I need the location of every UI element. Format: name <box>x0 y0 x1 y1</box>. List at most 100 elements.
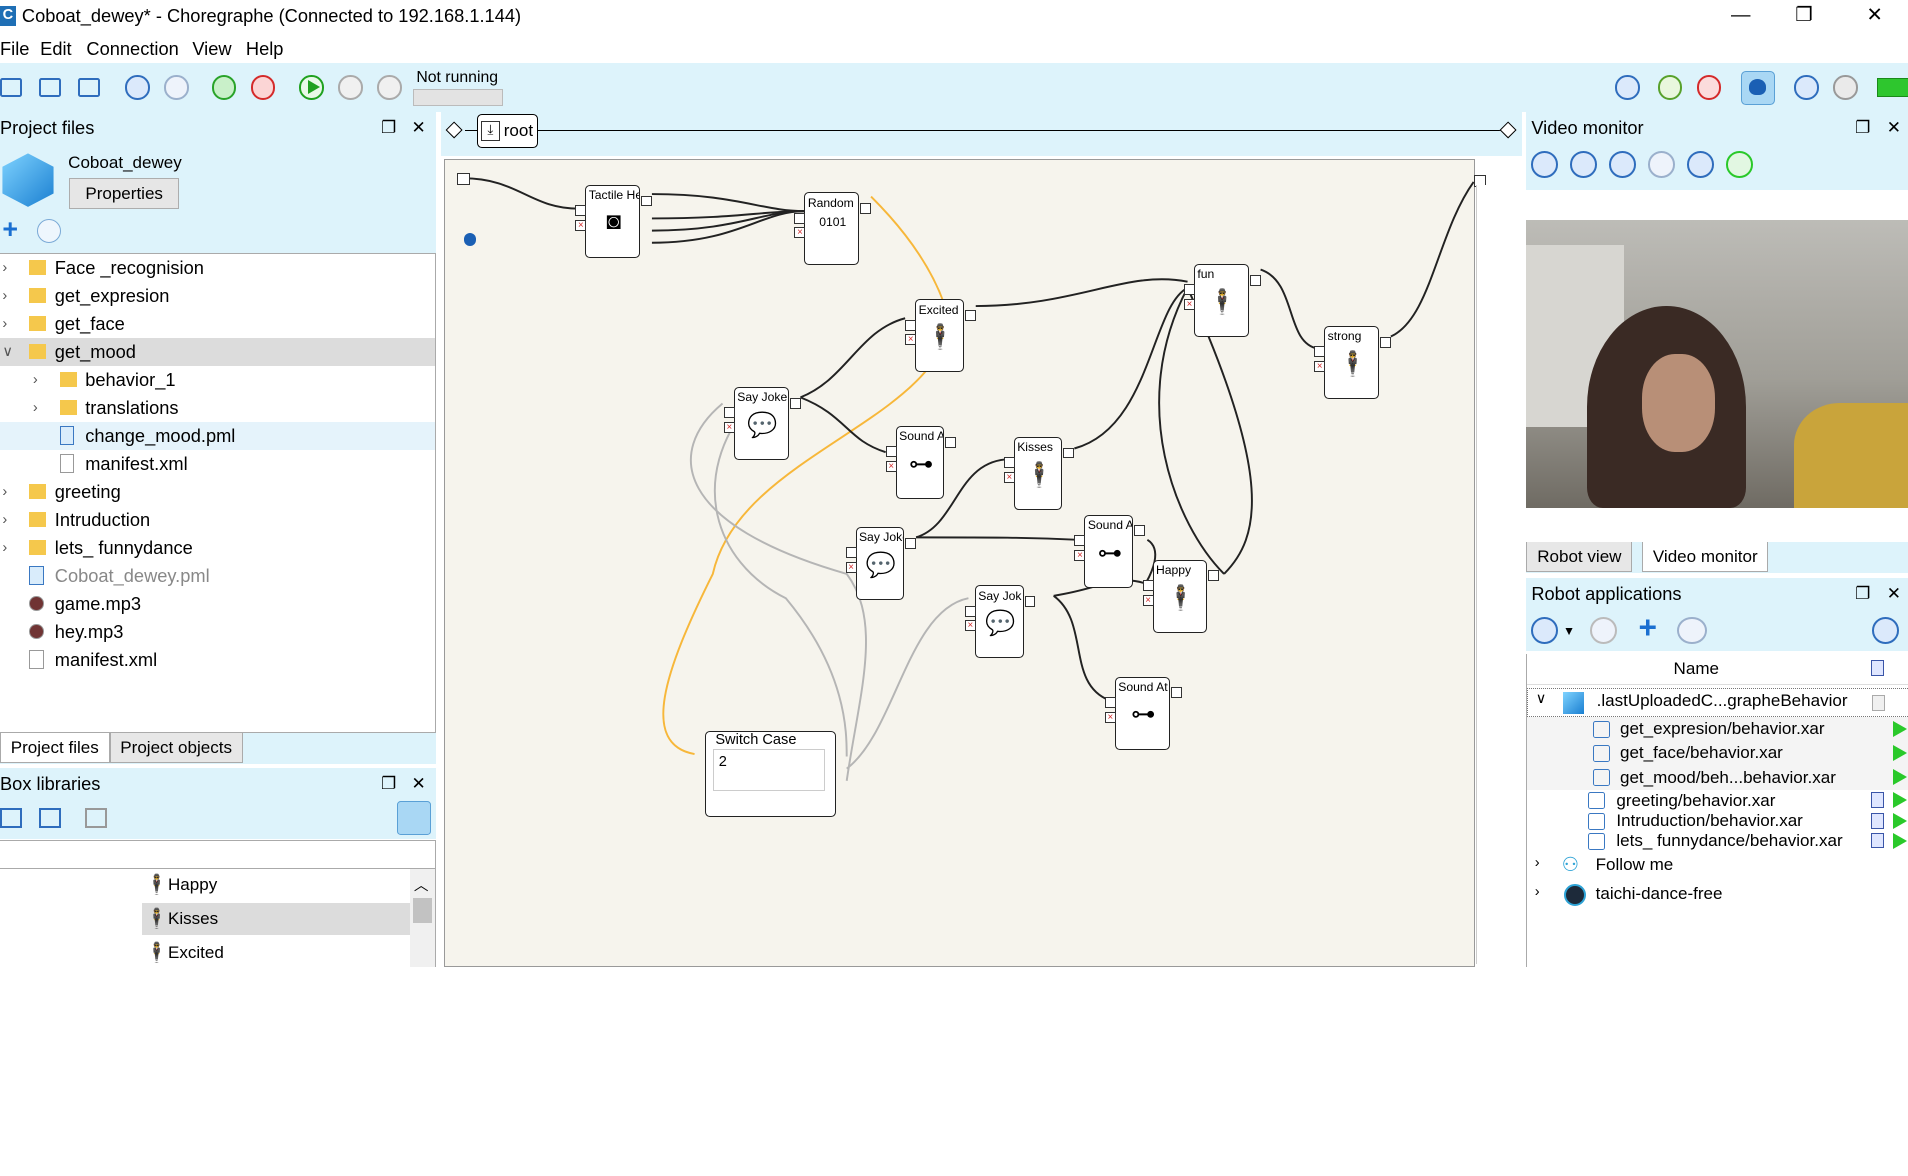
switch-case-value-field[interactable]: 2 <box>712 749 825 791</box>
tab-video-monitor[interactable]: Video monitor <box>1642 541 1769 573</box>
canvas-scrollbar[interactable] <box>1476 184 1491 964</box>
scroll-thumb[interactable] <box>412 898 433 923</box>
tree-item[interactable]: manifest.xml <box>0 450 435 478</box>
chevron-right-icon[interactable]: › <box>2 540 8 557</box>
link-curve[interactable] <box>976 278 1189 308</box>
tree-item[interactable]: manifest.xml <box>0 646 435 674</box>
input-port[interactable] <box>723 407 735 419</box>
float-panel-icon[interactable]: ❐ <box>381 774 397 794</box>
new-project-icon[interactable] <box>0 77 22 98</box>
fullscreen-icon[interactable] <box>1687 150 1714 178</box>
diagram-box[interactable]: Say Joke Laugh💬× <box>723 386 801 460</box>
tree-item[interactable]: hey.mp3 <box>0 618 435 646</box>
refresh-icon[interactable] <box>1726 150 1753 178</box>
autonomous-life-icon[interactable] <box>1740 70 1775 105</box>
input-port[interactable] <box>1142 580 1154 592</box>
stop-port[interactable]: × <box>794 227 806 239</box>
tree-item[interactable]: game.mp3 <box>0 590 435 618</box>
menu-edit[interactable]: Edit <box>40 37 72 59</box>
behavior-item[interactable]: lets_ funnydance/behavior.xar <box>1527 829 1908 853</box>
tree-item[interactable]: ›lets_ funnydance <box>0 534 435 562</box>
float-panel-icon[interactable]: ❐ <box>381 118 397 138</box>
stop-port[interactable]: × <box>723 421 735 433</box>
chevron-right-icon[interactable]: › <box>32 372 38 389</box>
stop-port[interactable]: × <box>1183 299 1195 310</box>
menu-help[interactable]: Help <box>245 37 284 59</box>
stop-port[interactable]: × <box>845 561 857 573</box>
play-icon[interactable] <box>1892 832 1907 849</box>
input-port[interactable] <box>1104 697 1116 708</box>
add-file-icon[interactable]: + <box>2 214 19 245</box>
link-curve[interactable] <box>652 210 805 245</box>
tree-item[interactable]: ›Intruduction <box>0 506 435 534</box>
input-port[interactable] <box>575 205 587 217</box>
search-icon[interactable] <box>1872 617 1899 644</box>
link-curve[interactable] <box>916 536 1079 542</box>
save-project-icon[interactable] <box>77 77 100 98</box>
flag-icon[interactable] <box>1870 792 1885 809</box>
stop-port[interactable]: × <box>1104 711 1116 723</box>
behavior-item[interactable]: get_face/behavior.xar <box>1527 741 1908 766</box>
wake-up-icon[interactable] <box>1833 75 1858 100</box>
tree-item[interactable]: Coboat_dewey.pml <box>0 562 435 590</box>
chevron-right-icon[interactable]: › <box>2 260 8 277</box>
app-item-follow-me[interactable]: › ⚇ Follow me <box>1534 854 1674 877</box>
volume-icon[interactable] <box>1615 75 1640 100</box>
play-icon[interactable] <box>1892 769 1907 786</box>
tab-project-files[interactable]: Project files <box>0 732 110 764</box>
menu-view[interactable]: View <box>192 37 232 59</box>
flag-icon[interactable] <box>1870 832 1885 849</box>
link-curve[interactable] <box>1260 269 1319 351</box>
input-port[interactable] <box>1314 346 1326 358</box>
tab-project-objects[interactable]: Project objects <box>109 732 243 764</box>
motors-icon[interactable] <box>1696 75 1722 100</box>
output-port[interactable] <box>1063 447 1075 459</box>
stop-port[interactable]: × <box>1003 471 1015 483</box>
output-port[interactable] <box>789 397 801 409</box>
stop-port[interactable]: × <box>885 460 897 472</box>
properties-button[interactable]: Properties <box>69 177 179 210</box>
diagram-box[interactable]: Say Joke Song💬× <box>964 585 1036 659</box>
output-port[interactable] <box>1249 274 1261 286</box>
chevron-right-icon[interactable]: › <box>2 288 8 305</box>
disconnect-icon[interactable] <box>250 75 276 100</box>
output-port[interactable] <box>1379 336 1391 348</box>
remove-app-icon[interactable] <box>1589 617 1617 644</box>
close-panel-icon[interactable]: ✕ <box>411 118 426 138</box>
chevron-down-icon[interactable]: ∨ <box>1535 690 1547 707</box>
upload-icon[interactable] <box>1531 617 1559 644</box>
open-library-icon[interactable] <box>38 808 61 828</box>
app-root-item[interactable]: ∨ .lastUploadedC...grapheBehavior <box>1527 687 1908 717</box>
connect-icon[interactable] <box>211 75 237 100</box>
diagram-box[interactable]: fun🕴× <box>1183 263 1261 337</box>
library-item-excited[interactable]: 🕴Excited <box>144 941 224 964</box>
diagram-box[interactable]: Sound Attached⊶× <box>1074 514 1146 588</box>
tab-robot-view[interactable]: Robot view <box>1526 541 1633 573</box>
undo-icon[interactable] <box>125 75 150 100</box>
stop-port[interactable]: × <box>964 620 976 632</box>
diagram-box[interactable]: Sound Attached⊶× <box>1104 676 1182 750</box>
close-panel-icon[interactable]: ✕ <box>1886 118 1902 138</box>
output-port[interactable] <box>1170 687 1182 699</box>
link-curve[interactable] <box>1186 287 1254 576</box>
link-curve[interactable] <box>652 193 805 213</box>
flag-icon[interactable] <box>1871 694 1886 711</box>
behavior-item[interactable]: Intruduction/behavior.xar <box>1527 809 1908 833</box>
add-input-icon[interactable] <box>463 233 476 246</box>
close-panel-icon[interactable]: ✕ <box>1886 584 1902 604</box>
input-port[interactable] <box>1003 457 1015 469</box>
scroll-up-icon[interactable]: ︿ <box>413 878 429 894</box>
flag-icon[interactable] <box>1870 813 1885 829</box>
chevron-down-icon[interactable]: ∨ <box>2 344 14 361</box>
output-port[interactable] <box>641 195 653 207</box>
chevron-right-icon[interactable]: › <box>32 400 38 417</box>
link-curve[interactable] <box>800 396 887 454</box>
search-toggle-icon[interactable] <box>396 800 431 836</box>
close-panel-icon[interactable]: ✕ <box>411 774 426 794</box>
chevron-right-icon[interactable]: › <box>2 512 8 529</box>
tree-item[interactable]: ›greeting <box>0 478 435 506</box>
diagram-box[interactable]: Kisses🕴× <box>1003 436 1075 510</box>
link-curve[interactable] <box>1074 287 1189 450</box>
manage-apps-icon[interactable] <box>1677 617 1707 644</box>
output-port[interactable] <box>905 537 917 549</box>
